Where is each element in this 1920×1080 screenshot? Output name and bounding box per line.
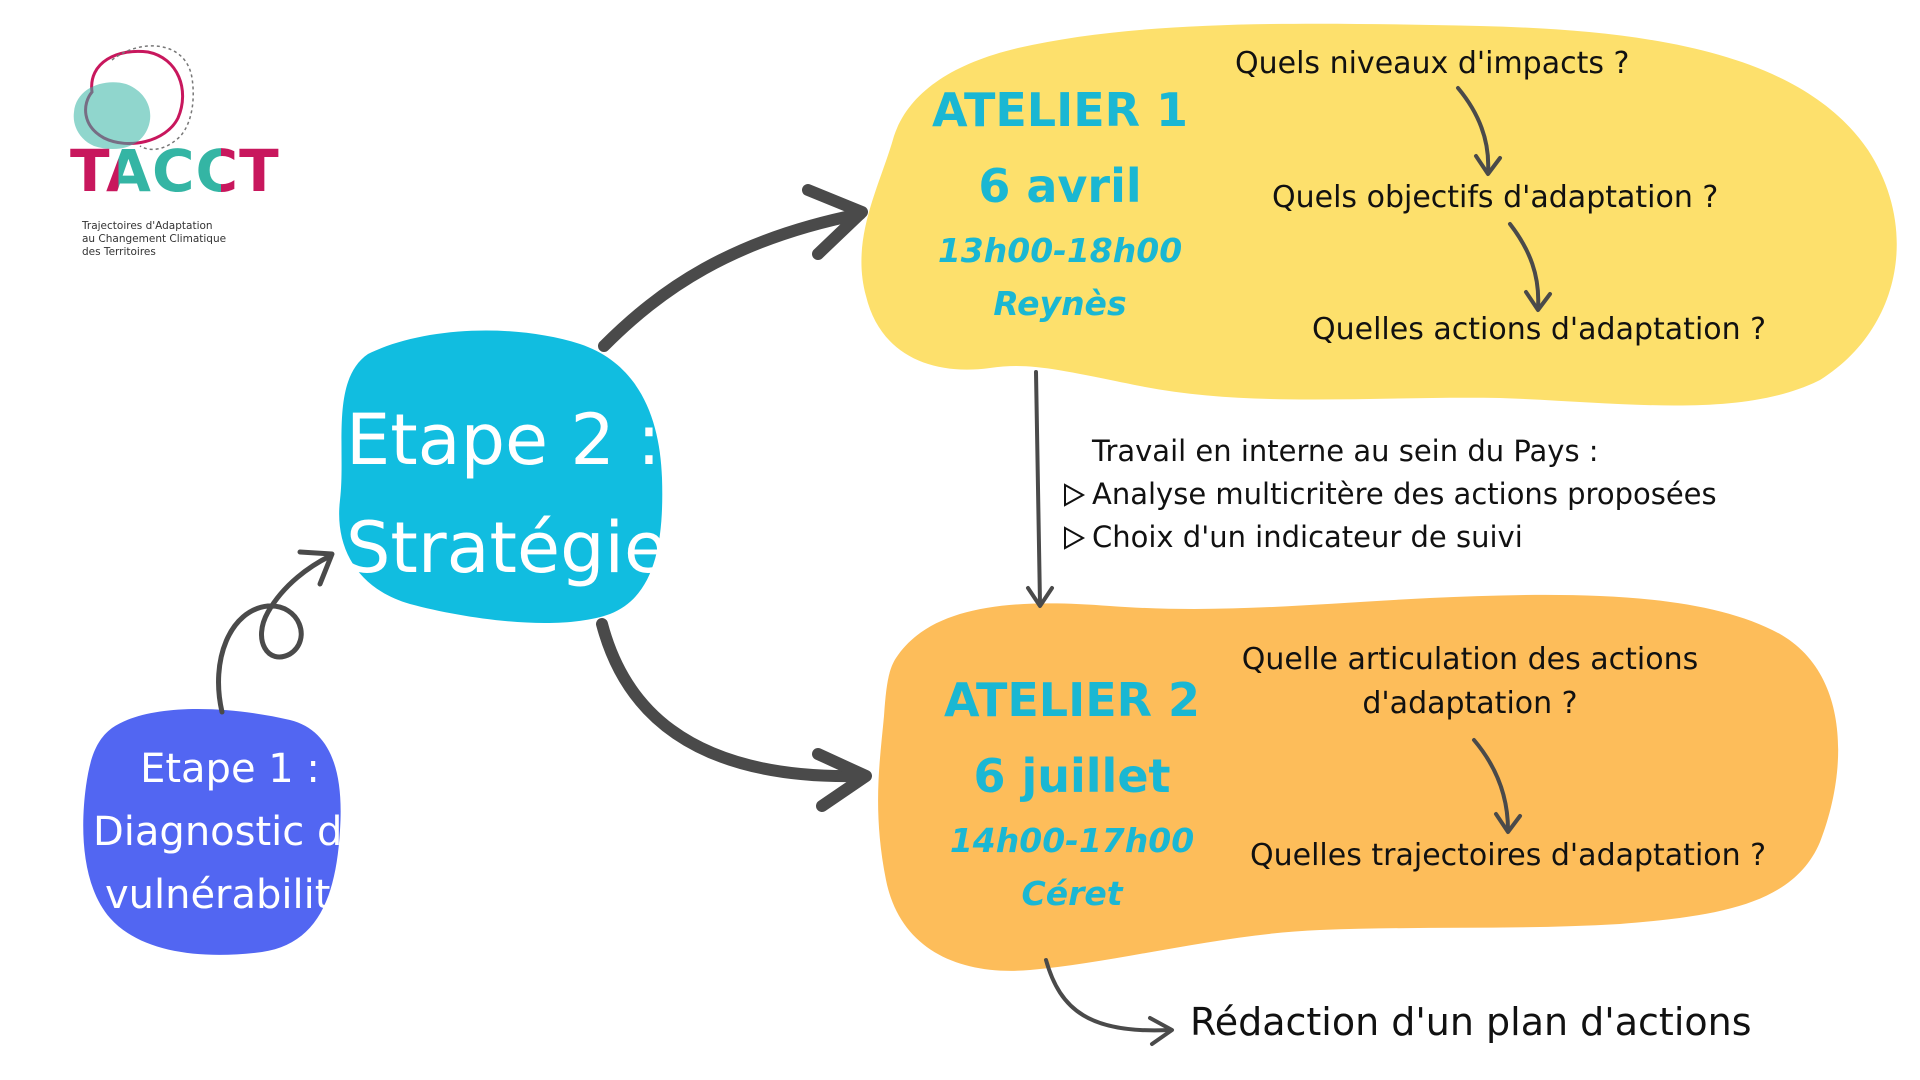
step2-blob — [339, 330, 663, 623]
logo-word: TACCT — [70, 137, 280, 205]
internal-item: Analyse multicritère des actions proposé… — [1064, 473, 1717, 516]
final-step: Rédaction d'un plan d'actions — [1190, 1000, 1752, 1044]
step1-line: Etape 1 : — [140, 746, 320, 792]
atelier2-name: ATELIER 2 — [943, 673, 1201, 727]
atelier2-question-line: Quelle articulation des actions — [1241, 642, 1699, 677]
triangle-bullet-icon — [1064, 482, 1086, 507]
atelier2-hours: 14h00-17h00 — [949, 821, 1195, 860]
atelier1-place: Reynès — [993, 284, 1127, 323]
internal-heading: Travail en interne au sein du Pays : — [1092, 434, 1599, 468]
logo-subtitle-line: Trajectoires d'Adaptation — [82, 220, 213, 232]
internal-item-label: Choix d'un indicateur de suivi — [1092, 520, 1523, 554]
arrow-q4-to-q5 — [1472, 738, 1510, 832]
atelier1-blob — [861, 23, 1897, 406]
logo-wordmark: TACCT — [70, 142, 280, 200]
atelier1-question: Quelles actions d'adaptation ? — [1312, 312, 1767, 347]
arrow-q1-to-q2-head — [1474, 154, 1502, 176]
atelier1-question: Quels niveaux d'impacts ? — [1235, 46, 1630, 81]
step2-label: Etape 2 : Stratégie — [346, 386, 686, 602]
atelier2-date: 6 juillet — [973, 749, 1171, 803]
atelier2-question-line: d'adaptation ? — [1362, 686, 1578, 721]
triangle-bullet-icon — [1064, 525, 1086, 550]
arrow-step1-to-step2-head — [297, 549, 335, 587]
arrow-to-atelier2 — [596, 618, 866, 783]
atelier1-question: Quels objectifs d'adaptation ? — [1272, 180, 1719, 215]
atelier2-place: Céret — [1021, 874, 1123, 913]
internal-item-label: Analyse multicritère des actions proposé… — [1092, 477, 1717, 511]
arrow-q2-to-q3-head — [1524, 290, 1552, 312]
step1-blob — [83, 708, 341, 955]
arrow-q4-to-q5-head — [1494, 812, 1522, 834]
arrow-to-atelier1 — [598, 208, 866, 352]
internal-item: Choix d'un indicateur de suivi — [1064, 516, 1717, 559]
atelier2-question: Quelles trajectoires d'adaptation ? — [1250, 838, 1767, 873]
step2-line: Etape 2 : — [346, 399, 661, 481]
step1-line: Diagnostic de — [93, 809, 367, 855]
arrow-step1-to-step2 — [216, 553, 333, 715]
arrow-q2-to-q3 — [1508, 222, 1541, 310]
atelier1-hours: 13h00-18h00 — [937, 231, 1183, 270]
atelier1-name: ATELIER 1 — [931, 83, 1189, 137]
arrow-to-atelier1-head — [802, 184, 868, 260]
atelier2-blob — [878, 594, 1839, 971]
step2-line: Stratégie — [346, 507, 668, 589]
arrow-to-atelier2-head — [812, 748, 872, 812]
arrow-to-final — [1044, 958, 1172, 1033]
arrow-q1-to-q2 — [1456, 86, 1491, 174]
atelier2-info: ATELIER 2 6 juillet 14h00-17h00 Céret — [922, 662, 1222, 920]
atelier2-question: Quelle articulation des actions d'adapta… — [1220, 638, 1720, 726]
logo-subtitle: Trajectoires d'Adaptation au Changement … — [82, 220, 282, 259]
logo-subtitle-line: au Changement Climatique — [82, 233, 227, 245]
arrow-atelier1-to-atelier2-head — [1026, 586, 1054, 608]
arrow-to-final-head — [1148, 1016, 1174, 1046]
step1-label: Etape 1 : Diagnostic de vulnérabilité — [80, 738, 380, 927]
logo-subtitle-line: des Territoires — [82, 246, 156, 258]
atelier1-date: 6 avril — [978, 159, 1142, 213]
atelier1-info: ATELIER 1 6 avril 13h00-18h00 Reynès — [910, 72, 1210, 330]
internal-work: Travail en interne au sein du Pays : Ana… — [1064, 430, 1717, 559]
arrow-atelier1-to-atelier2 — [1034, 370, 1042, 606]
step1-line: vulnérabilité — [104, 872, 356, 918]
logo-graphic-icon — [73, 45, 194, 151]
